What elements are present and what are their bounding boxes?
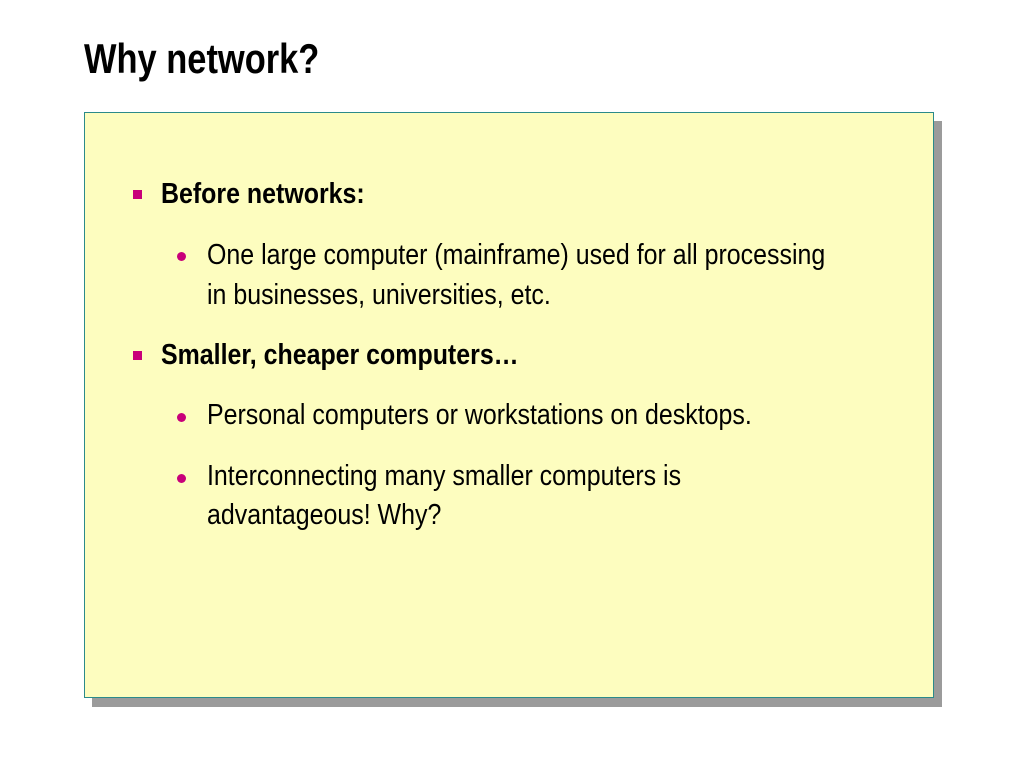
bullet-heading: Before networks: <box>161 178 365 210</box>
bullet-heading: Smaller, cheaper computers… <box>161 339 519 371</box>
slide-title: Why network? <box>84 35 320 82</box>
round-bullet-icon <box>177 252 186 261</box>
square-bullet-icon <box>133 190 142 199</box>
sub-bullet-line: Interconnecting many smaller computers i… <box>207 460 682 492</box>
content-box <box>84 112 934 698</box>
sub-bullet-line: Personal computers or workstations on de… <box>207 399 752 431</box>
sub-bullet-line: advantageous! Why? <box>207 499 442 531</box>
round-bullet-icon <box>177 413 186 422</box>
sub-bullet-line: One large computer (mainframe) used for … <box>207 239 826 271</box>
sub-bullet-line: in businesses, universities, etc. <box>207 279 551 311</box>
round-bullet-icon <box>177 474 186 483</box>
square-bullet-icon <box>133 351 142 360</box>
